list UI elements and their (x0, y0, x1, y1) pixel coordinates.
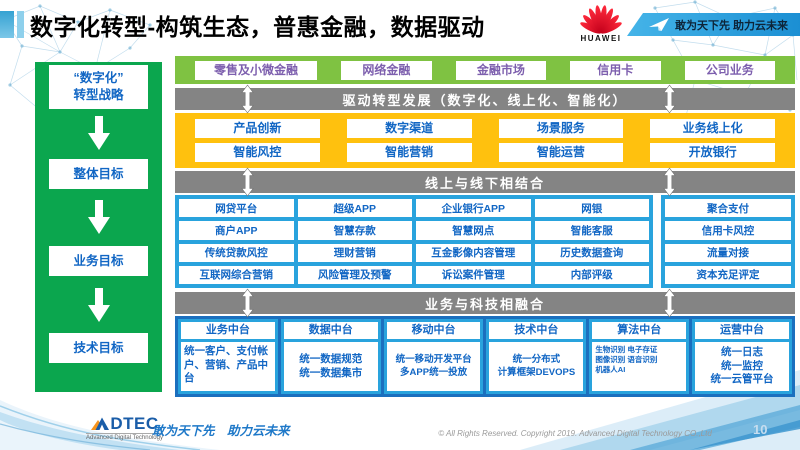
sidebar-box-tech-goal: 技术目标 (49, 333, 148, 363)
channel-side-column: 聚合支付 信用卡风控 流量对接 资本充足评定 (661, 195, 795, 288)
channel-cell: 流量对接 (665, 243, 791, 262)
platform-detail: 统一数据规范 统一数据集市 (283, 342, 378, 391)
channel-cell: 诉讼案件管理 (416, 265, 531, 284)
platform-header: 业务中台 (181, 322, 275, 339)
transformation-item: 产品创新 (195, 119, 320, 139)
huawei-flower-icon (580, 5, 622, 34)
dtec-logo: DTEC Advanced Digital Technology (86, 415, 163, 441)
channel-matrix: 网贷平台 超级APP 企业银行APP 网银 商户APP 智慧存款 智慧网点 智能… (175, 195, 653, 288)
platform-header: 运营中台 (695, 322, 789, 339)
transformation-item: 数字渠道 (346, 119, 472, 139)
down-arrow-icon (88, 116, 110, 150)
platform-header: 移动中台 (386, 322, 481, 339)
updown-arrow-icon (241, 84, 254, 114)
business-line-item: 金融市场 (455, 60, 547, 80)
channel-cell: 理财营销 (297, 243, 412, 262)
channel-cell: 智慧存款 (297, 221, 412, 240)
sidebar-box-overall-goal: 整体目标 (49, 159, 148, 189)
channel-cell: 网银 (534, 199, 649, 218)
platform-detail: 统一分布式 计算框架DEVOPS (489, 342, 584, 391)
footer-slogan: 敢为天下先 助力云未来 (152, 424, 290, 438)
platform-detail: 统一客户、支付帐户、营销、产品中台 (181, 342, 275, 391)
channel-cell: 互金影像内容管理 (416, 243, 531, 262)
channel-cell: 聚合支付 (665, 199, 791, 218)
channel-cell: 商户APP (179, 221, 294, 240)
banner-online-offline: 线上与线下相结合 (175, 171, 795, 193)
dtec-logo-subtext: Advanced Digital Technology (86, 433, 163, 441)
down-arrow-icon (88, 200, 110, 234)
platform-header: 算法中台 (592, 322, 687, 339)
transformation-item: 场景服务 (498, 119, 624, 139)
transformation-item: 开放银行 (650, 142, 775, 162)
channel-cell: 风险管理及预警 (297, 265, 412, 284)
business-line-item: 零售及小微金融 (195, 60, 318, 80)
platform-header: 数据中台 (283, 322, 378, 339)
transformation-item: 业务线上化 (650, 119, 775, 139)
strategy-sidebar: “数字化” 转型战略 整体目标 业务目标 技术目标 (35, 62, 162, 392)
transformation-block: 产品创新 数字渠道 场景服务 业务线上化 智能风控 智能营销 智能运营 开放银行 (175, 113, 795, 168)
updown-arrow-icon (241, 288, 254, 318)
channel-cell: 历史数据查询 (534, 243, 649, 262)
business-line-item: 信用卡 (570, 60, 661, 80)
channel-cell: 传统贷款风控 (179, 243, 294, 262)
channel-cell: 互联网综合营销 (179, 265, 294, 284)
dtec-logo-mark-icon (91, 417, 110, 430)
transformation-item: 智能营销 (346, 142, 472, 162)
paper-plane-icon (649, 17, 669, 31)
platform-column: 数据中台 统一数据规范 统一数据集市 (280, 319, 381, 394)
channel-cell: 智能客服 (534, 221, 649, 240)
channel-cell: 资本充足评定 (665, 265, 791, 284)
updown-arrow-icon (663, 167, 676, 197)
footer-copyright: © All Rights Reserved. Copyright 2019. A… (438, 429, 712, 438)
transformation-row: 智能风控 智能营销 智能运营 开放银行 (175, 142, 795, 162)
updown-arrow-icon (241, 167, 254, 197)
transformation-item: 智能风控 (195, 142, 320, 162)
channel-cell: 企业银行APP (416, 199, 531, 218)
platform-detail: 统一移动开发平台 多APP统一投放 (386, 342, 481, 391)
platform-column: 业务中台 统一客户、支付帐户、营销、产品中台 (178, 319, 278, 394)
header-slogan-banner: 敢为天下先 助力云未来 (627, 13, 800, 36)
banner-tech-fusion: 业务与科技相融合 (175, 292, 795, 314)
updown-arrow-icon (663, 84, 676, 114)
platform-column: 运营中台 统一日志 统一监控 统一云管平台 (692, 319, 792, 394)
footer-ribbon-left (0, 400, 220, 450)
channel-cell: 内部评级 (534, 265, 649, 284)
dtec-wordmark: DTEC (110, 414, 159, 433)
title-accent-bars (0, 11, 24, 38)
channel-cell: 超级APP (297, 199, 412, 218)
channel-cell: 网贷平台 (179, 199, 294, 218)
page-number: 10 (753, 422, 768, 437)
platform-detail: 生物识别 电子存证 图像识别 语音识别 机器人AI (592, 342, 687, 391)
platform-detail: 统一日志 统一监控 统一云管平台 (695, 342, 789, 391)
header-slogan-text: 敢为天下先 助力云未来 (675, 19, 789, 32)
business-lines-band: 零售及小微金融 网络金融 金融市场 信用卡 公司业务 (175, 56, 795, 84)
sidebar-box-strategy: “数字化” 转型战略 (49, 65, 148, 109)
down-arrow-icon (88, 288, 110, 322)
platform-column: 技术中台 统一分布式 计算框架DEVOPS (486, 319, 587, 394)
platform-column: 算法中台 生物识别 电子存证 图像识别 语音识别 机器人AI (589, 319, 690, 394)
transformation-row: 产品创新 数字渠道 场景服务 业务线上化 (175, 119, 795, 139)
banner-drive-transformation: 驱动转型发展（数字化、线上化、智能化） (175, 88, 795, 110)
sidebar-box-business-goal: 业务目标 (49, 246, 148, 276)
business-line-item: 网络金融 (341, 60, 432, 80)
transformation-item: 智能运营 (498, 142, 624, 162)
updown-arrow-icon (663, 288, 676, 318)
platform-block: 业务中台 统一客户、支付帐户、营销、产品中台 数据中台 统一数据规范 统一数据集… (175, 316, 795, 397)
channel-cell: 信用卡风控 (665, 221, 791, 240)
huawei-wordmark: HUAWEI (580, 34, 622, 43)
platform-header: 技术中台 (489, 322, 584, 339)
page-title: 数字化转型-构筑生态，普惠金融，数据驱动 (30, 14, 485, 40)
platform-column: 移动中台 统一移动开发平台 多APP统一投放 (383, 319, 484, 394)
channel-cell: 智慧网点 (416, 221, 531, 240)
huawei-logo: HUAWEI (578, 3, 624, 43)
business-line-item: 公司业务 (684, 60, 775, 80)
